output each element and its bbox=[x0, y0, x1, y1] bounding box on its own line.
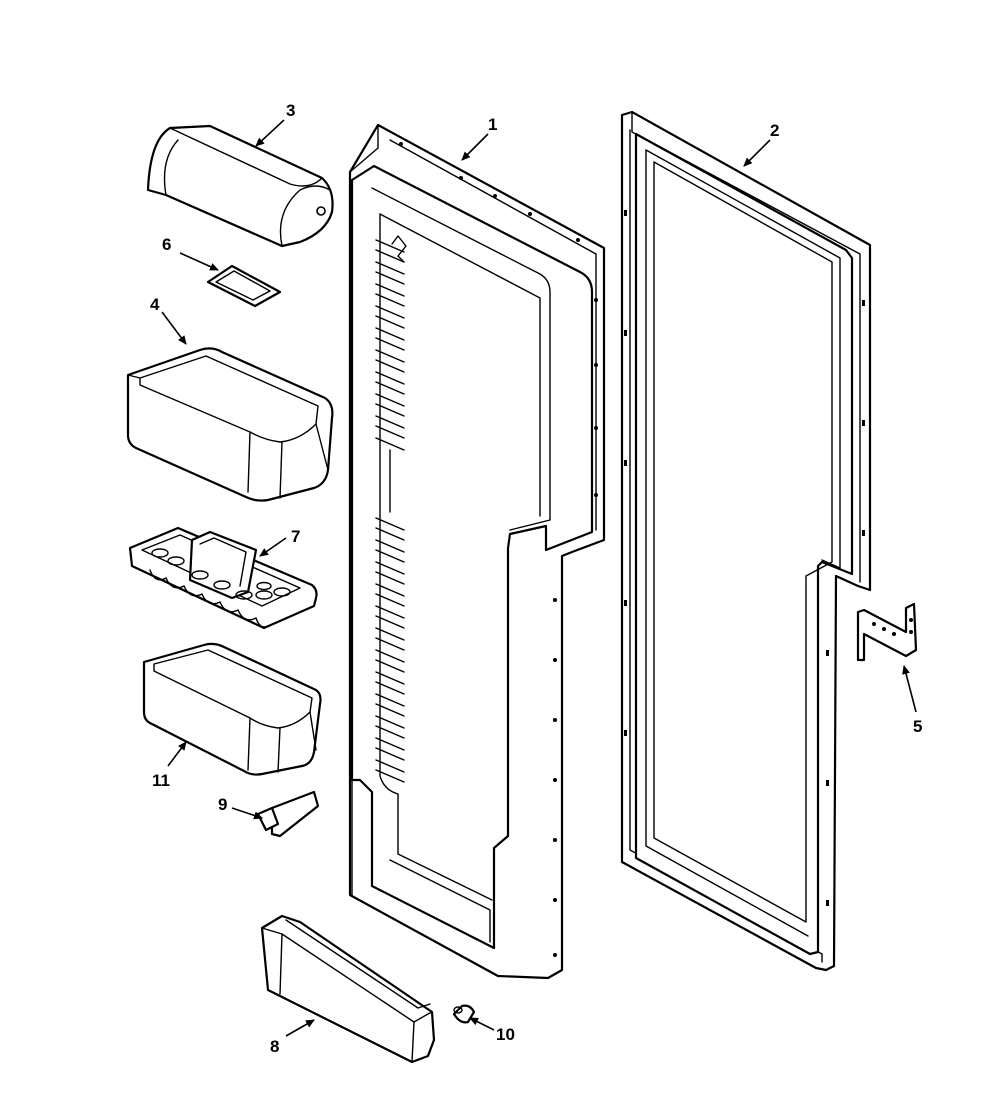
callout-2: 2 bbox=[770, 121, 779, 140]
part-11-medium-door-bin[interactable] bbox=[142, 642, 322, 776]
part-8-lower-door-bin[interactable] bbox=[260, 914, 436, 1064]
door-liner-mounting-holes bbox=[399, 142, 598, 957]
callout-7: 7 bbox=[291, 527, 300, 546]
callout-10: 10 bbox=[496, 1025, 515, 1044]
callout-6: 6 bbox=[162, 235, 171, 254]
part-4-large-door-bin[interactable] bbox=[126, 347, 334, 502]
callout-11: 11 bbox=[152, 771, 170, 790]
gasket-marks bbox=[624, 210, 865, 906]
leader-lines bbox=[161, 119, 917, 1037]
callout-4: 4 bbox=[150, 295, 160, 314]
part-9-clip[interactable] bbox=[256, 790, 320, 838]
callout-9: 9 bbox=[218, 795, 227, 814]
callout-labels: 3 6 4 7 11 9 8 10 1 2 5 bbox=[150, 101, 922, 1056]
callout-5: 5 bbox=[913, 717, 922, 736]
door-liner-shelf-ribs bbox=[375, 235, 407, 783]
part-7-egg-tray[interactable] bbox=[128, 526, 318, 630]
part-1-door-liner[interactable] bbox=[348, 123, 606, 980]
callout-8: 8 bbox=[270, 1037, 279, 1056]
callout-1: 1 bbox=[488, 115, 497, 134]
part-6-small-tray[interactable] bbox=[206, 264, 282, 308]
part-5-hinge-bracket[interactable] bbox=[856, 602, 918, 662]
part-3-dairy-cover[interactable] bbox=[146, 124, 334, 248]
part-2-door-gasket[interactable] bbox=[620, 110, 872, 972]
part-10-plug[interactable] bbox=[452, 1004, 476, 1024]
callout-3: 3 bbox=[286, 101, 295, 120]
